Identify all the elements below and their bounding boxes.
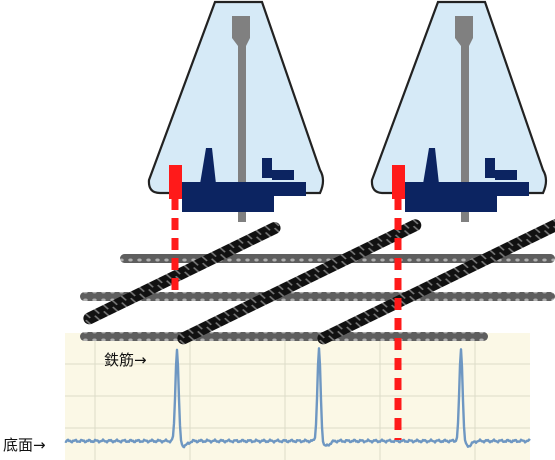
twisted-rebar — [317, 219, 555, 345]
scanner-marker — [169, 165, 182, 199]
rebar-layer — [80, 219, 555, 345]
rebar-label: 鉄筋→ — [104, 351, 147, 369]
scanner-marker — [392, 165, 405, 199]
waveform-chart — [64, 333, 531, 460]
straight-rebar — [80, 332, 488, 341]
bottom-label: 底面→ — [3, 436, 46, 454]
twisted-rebar — [83, 222, 281, 325]
scanner-icon — [370, 0, 548, 222]
straight-rebar — [80, 292, 555, 301]
signal-line — [64, 347, 531, 449]
twisted-rebar — [177, 219, 422, 345]
chart-grid — [65, 333, 530, 460]
scanner-icon — [147, 0, 325, 222]
